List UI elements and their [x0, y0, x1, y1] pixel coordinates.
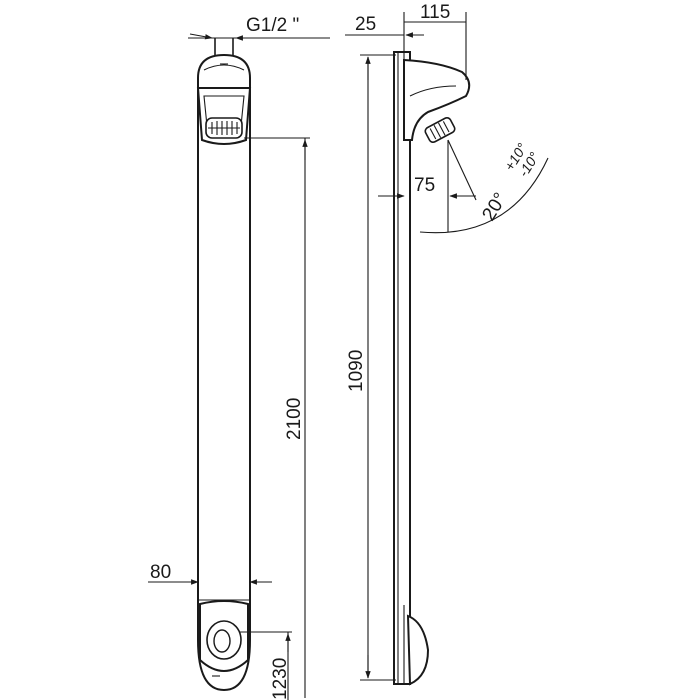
front-dimensions: G1/2 " 2100 80 1230: [148, 15, 330, 700]
dim-1090-label: 1090: [346, 350, 367, 392]
side-dimensions: 25 115 1090 75 20° +10° -10°: [345, 2, 549, 681]
side-wall-panel: [393, 51, 411, 685]
dim-2100-label: 2100: [284, 398, 305, 440]
tilt-arc: [419, 157, 549, 234]
arm-contour: [409, 85, 457, 97]
dim-115-label: 115: [420, 2, 450, 23]
dim-25-label: 25: [355, 14, 376, 35]
front-shower-nozzle-icon: [205, 117, 243, 139]
front-column-body: [197, 53, 251, 692]
dim-75-label: 75: [414, 175, 435, 196]
dim-80-label: 80: [150, 562, 171, 583]
side-shower-arm: [403, 58, 471, 141]
side-button-housing: [406, 614, 430, 686]
front-view: [196, 38, 252, 692]
side-view: [393, 51, 471, 686]
thread-label: G1/2 ": [246, 15, 299, 36]
tilt-base-label: 20°: [478, 189, 511, 224]
push-button-icon: [213, 629, 231, 653]
side-shower-nozzle-icon: [424, 116, 456, 144]
dim-1230-label: 1230: [270, 658, 291, 700]
spray-tilt-line: [447, 139, 477, 201]
top-cap-line: [203, 64, 245, 71]
